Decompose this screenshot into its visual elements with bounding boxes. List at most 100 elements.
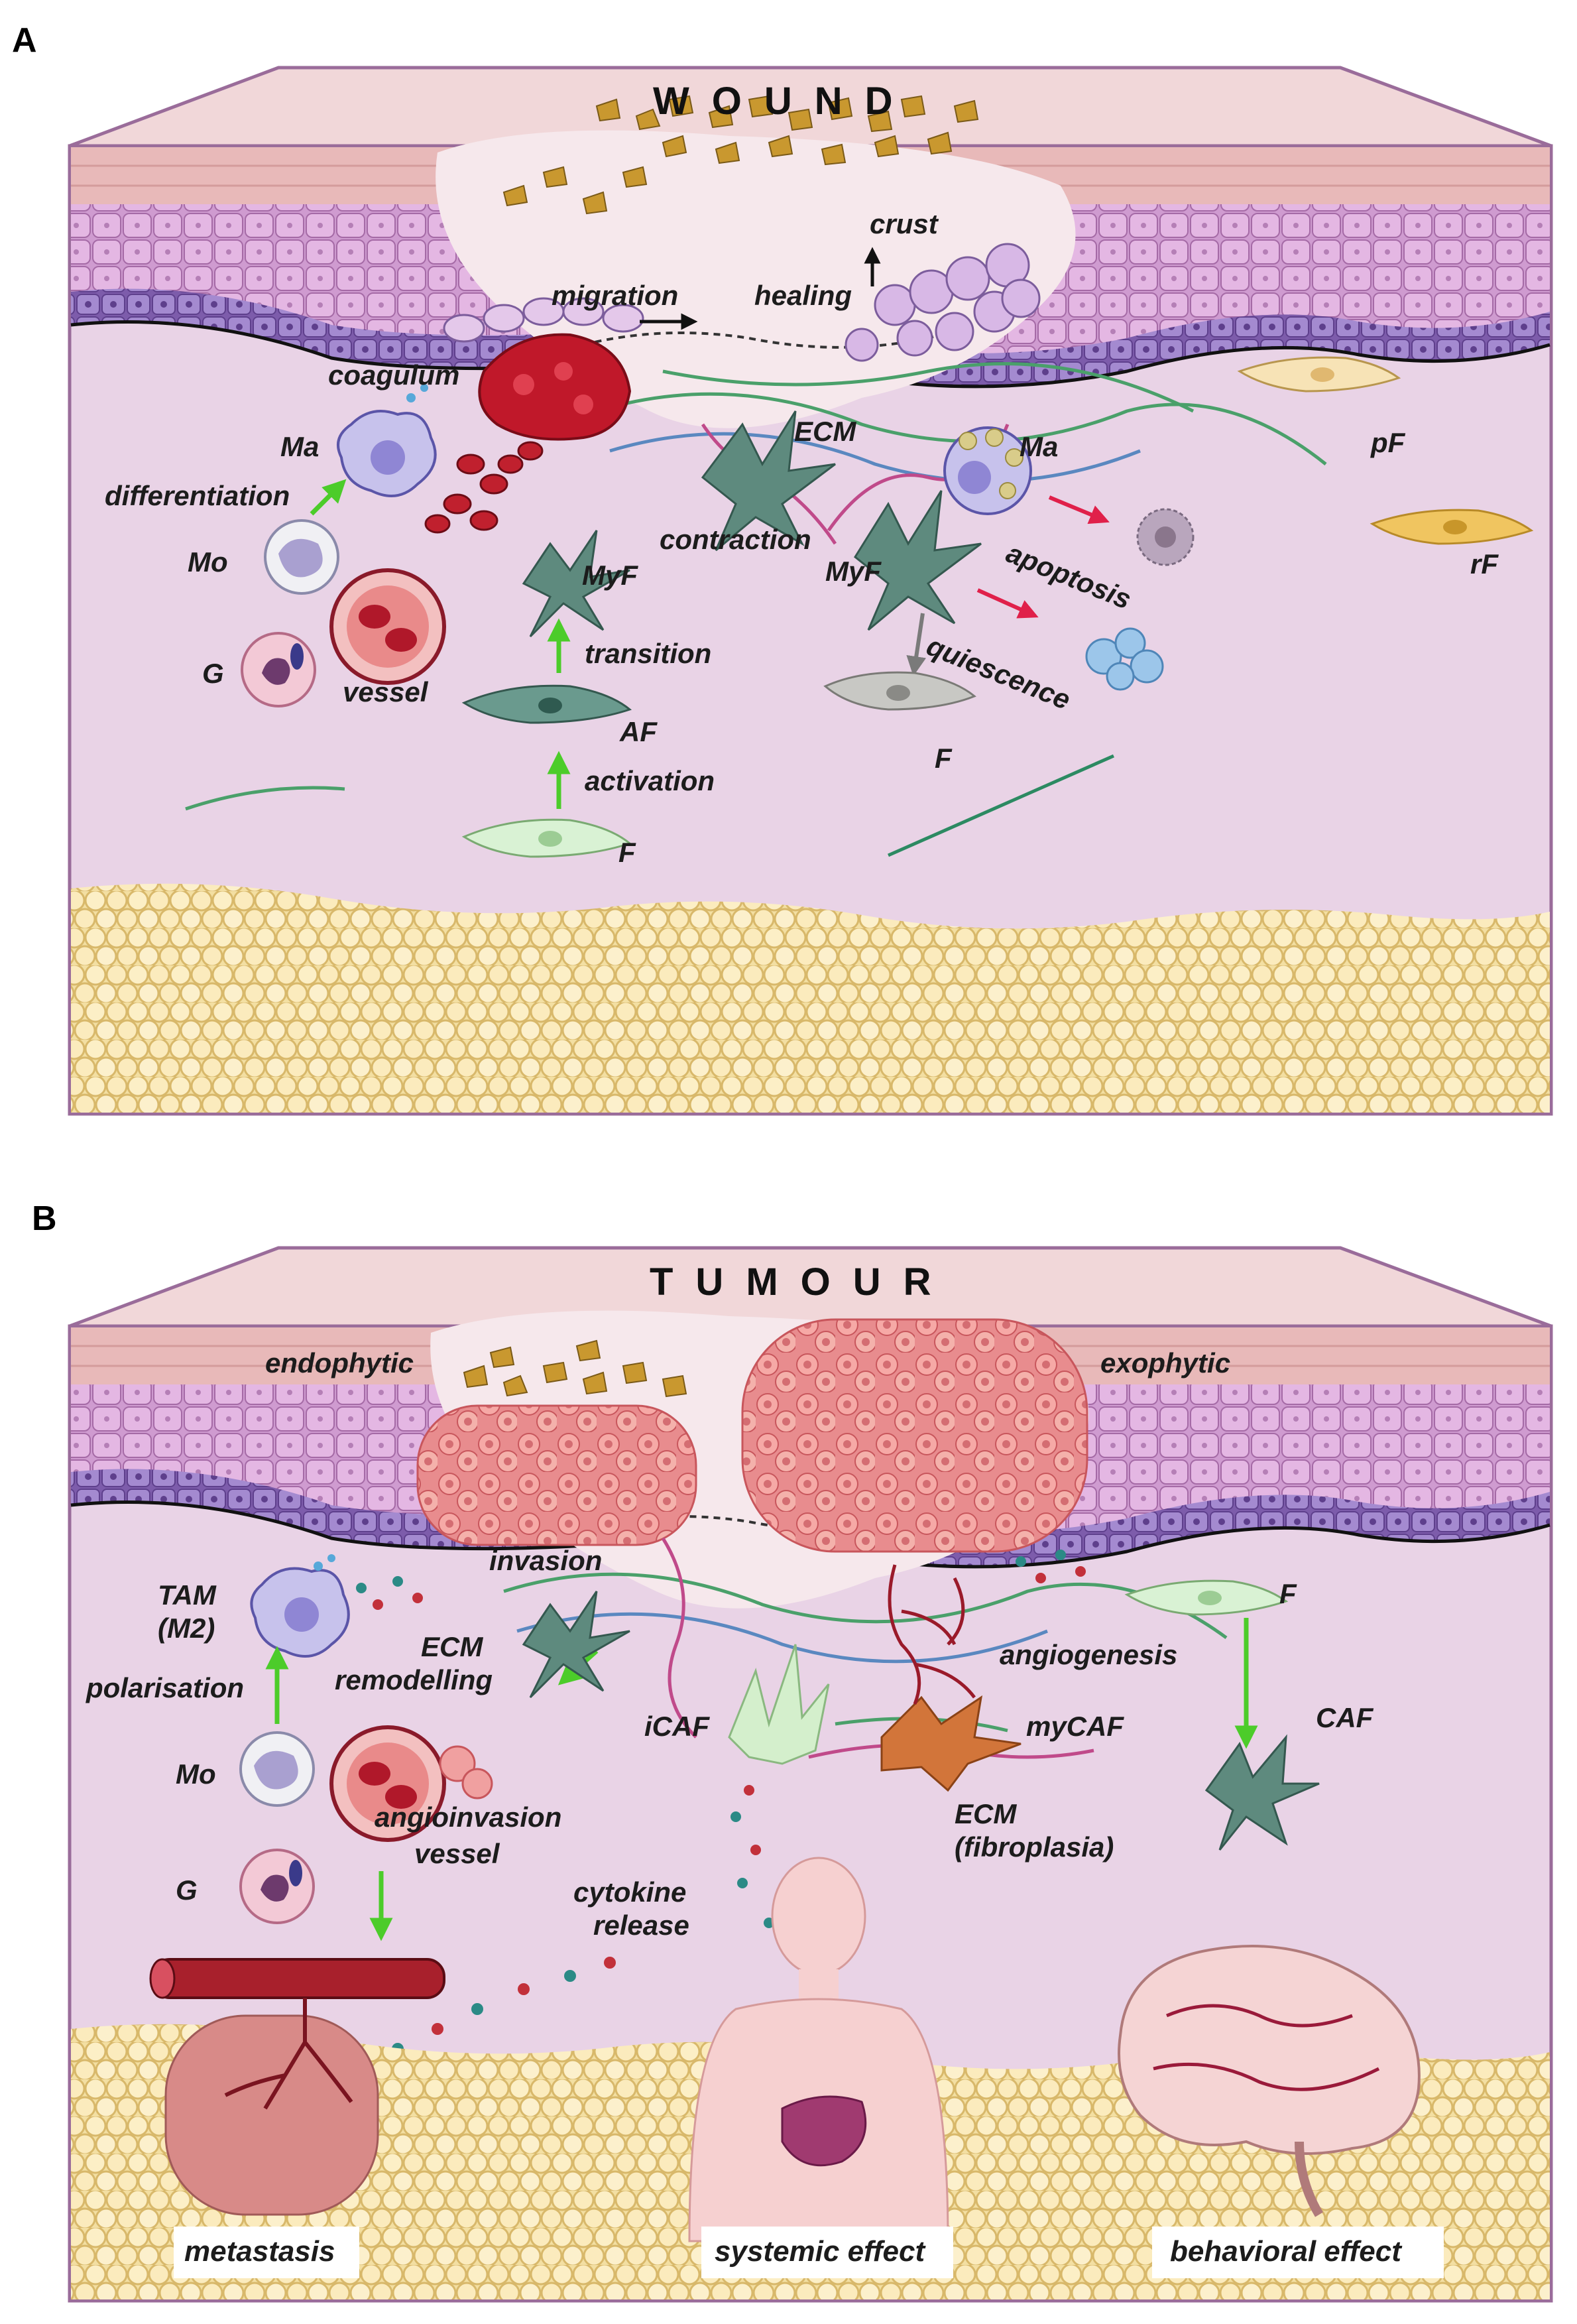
macrophage-right bbox=[943, 426, 1032, 515]
label-endophytic: endophytic bbox=[265, 1347, 414, 1378]
metastasis-lesion bbox=[149, 1958, 445, 2216]
label-metastasis: metastasis bbox=[184, 2235, 335, 2268]
label-coagulum: coagulum bbox=[328, 359, 459, 391]
migrating-keratinocytes bbox=[443, 297, 644, 343]
fibroblast-resting bbox=[461, 818, 632, 858]
panel-b-letter: B bbox=[32, 1199, 57, 1238]
endophytic-tumour bbox=[416, 1404, 697, 1546]
apoptotic-body-1 bbox=[1136, 508, 1195, 566]
label-icaf: iCAF bbox=[644, 1711, 710, 1742]
myofibroblast-left bbox=[522, 530, 630, 638]
crust-particles-b bbox=[463, 1339, 687, 1398]
label-polarisation: polarisation bbox=[86, 1672, 244, 1703]
apoptosis-arrow-2 bbox=[976, 588, 1039, 619]
label-myf-left: MyF bbox=[582, 560, 638, 591]
apoptotic-body-2 bbox=[1085, 627, 1164, 691]
blood-vessel-a bbox=[329, 568, 446, 685]
label-m2: (M2) bbox=[158, 1613, 215, 1644]
healing-keratinocytes bbox=[845, 243, 1041, 362]
reticular-fibroblast bbox=[1370, 509, 1534, 545]
label-f-b: F bbox=[1279, 1578, 1297, 1609]
wound-dashed-edge bbox=[583, 332, 942, 349]
label-vessel-b: vessel bbox=[414, 1838, 500, 1869]
label-myf-right: MyF bbox=[825, 556, 882, 587]
apoptosis-arrow-1 bbox=[1048, 495, 1110, 524]
blood-vessel-b bbox=[329, 1725, 493, 1842]
blood-cells bbox=[424, 441, 544, 534]
quiescent-fibroblast bbox=[823, 671, 976, 711]
label-caf: CAF bbox=[1316, 1702, 1374, 1733]
metastasis-label-box bbox=[174, 2227, 359, 2278]
panel-b-title: TUMOUR bbox=[650, 1260, 954, 1304]
quiescence-arrow bbox=[906, 613, 927, 676]
label-g-a: G bbox=[202, 658, 224, 689]
cytokine-dots bbox=[356, 1550, 1086, 2055]
label-crust: crust bbox=[870, 208, 939, 239]
coagulum bbox=[478, 333, 632, 441]
mycaf-cell bbox=[880, 1695, 1022, 1792]
label-cytokine-2: release bbox=[593, 1910, 689, 1941]
label-pf: pF bbox=[1370, 427, 1406, 458]
panel-b: B bbox=[32, 1199, 1553, 2303]
label-f-bottom: F bbox=[618, 837, 636, 868]
label-rf: rF bbox=[1470, 548, 1499, 580]
icaf-cell bbox=[728, 1644, 830, 1765]
label-healing: healing bbox=[754, 280, 852, 311]
label-ma-right: Ma bbox=[1020, 431, 1058, 462]
label-invasion: invasion bbox=[489, 1545, 602, 1576]
label-mycaf: myCAF bbox=[1026, 1711, 1124, 1742]
label-ecm-fibro-2: (fibroplasia) bbox=[955, 1831, 1114, 1863]
label-cytokine-1: cytokine bbox=[573, 1876, 686, 1908]
papillary-fibroblast bbox=[1237, 356, 1401, 393]
label-migration: migration bbox=[552, 280, 678, 311]
label-ecm-remodelling-1: ECM bbox=[421, 1631, 483, 1662]
label-ecm: ECM bbox=[794, 416, 856, 447]
angiogenesis-vessels bbox=[888, 1564, 976, 1705]
label-transition: transition bbox=[585, 638, 711, 669]
label-behavioral-effect: behavioral effect bbox=[1170, 2235, 1403, 2268]
label-mo-a: Mo bbox=[188, 546, 228, 578]
caf-cell bbox=[1204, 1734, 1320, 1851]
fibroblast-b bbox=[1124, 1579, 1289, 1616]
behavioral-label-box bbox=[1152, 2227, 1444, 2278]
label-differentiation: differentiation bbox=[105, 480, 290, 511]
myofibroblast-center bbox=[701, 410, 836, 552]
myofibroblast-right bbox=[854, 490, 982, 631]
label-exophytic: exophytic bbox=[1100, 1347, 1230, 1378]
label-tam: TAM bbox=[158, 1579, 217, 1611]
label-contraction: contraction bbox=[660, 524, 811, 555]
brain-icon bbox=[1118, 1945, 1421, 2217]
label-ecm-fibro-1: ECM bbox=[955, 1798, 1017, 1829]
crust-particles bbox=[502, 95, 979, 215]
granulocyte-b bbox=[239, 1849, 315, 1924]
label-mo-b: Mo bbox=[176, 1758, 216, 1790]
label-angioinvasion: angioinvasion bbox=[375, 1802, 561, 1833]
label-systemic-effect: systemic effect bbox=[715, 2235, 927, 2268]
label-g-b: G bbox=[176, 1874, 198, 1906]
systemic-label-box bbox=[701, 2227, 953, 2278]
panel-a-letter: A bbox=[12, 21, 37, 60]
exophytic-tumour bbox=[741, 1318, 1088, 1553]
monocyte-b bbox=[239, 1731, 315, 1807]
label-activation: activation bbox=[585, 765, 715, 796]
basal-layer-b bbox=[71, 1469, 1550, 1567]
granulocyte bbox=[241, 632, 316, 707]
label-ecm-remodelling-2: remodelling bbox=[335, 1664, 493, 1695]
human-figure bbox=[688, 1857, 949, 2242]
label-vessel-a: vessel bbox=[343, 676, 429, 707]
activated-fibroblast bbox=[461, 684, 632, 724]
label-f-right: F bbox=[935, 743, 953, 774]
panel-a: A bbox=[12, 21, 1553, 1116]
label-angiogenesis: angiogenesis bbox=[1000, 1639, 1177, 1670]
differentiation-arrow bbox=[310, 479, 347, 516]
monocyte bbox=[264, 519, 339, 595]
subcutaneous-fat bbox=[71, 883, 1550, 1113]
panel-a-title: WOUND bbox=[653, 80, 915, 123]
basal-layer bbox=[71, 288, 1550, 387]
tam-macrophage bbox=[250, 1554, 350, 1658]
myofibroblast-remodelling bbox=[522, 1591, 630, 1699]
label-af: AF bbox=[619, 716, 658, 747]
macrophage-left bbox=[337, 384, 437, 497]
label-ma-left: Ma bbox=[280, 431, 319, 462]
